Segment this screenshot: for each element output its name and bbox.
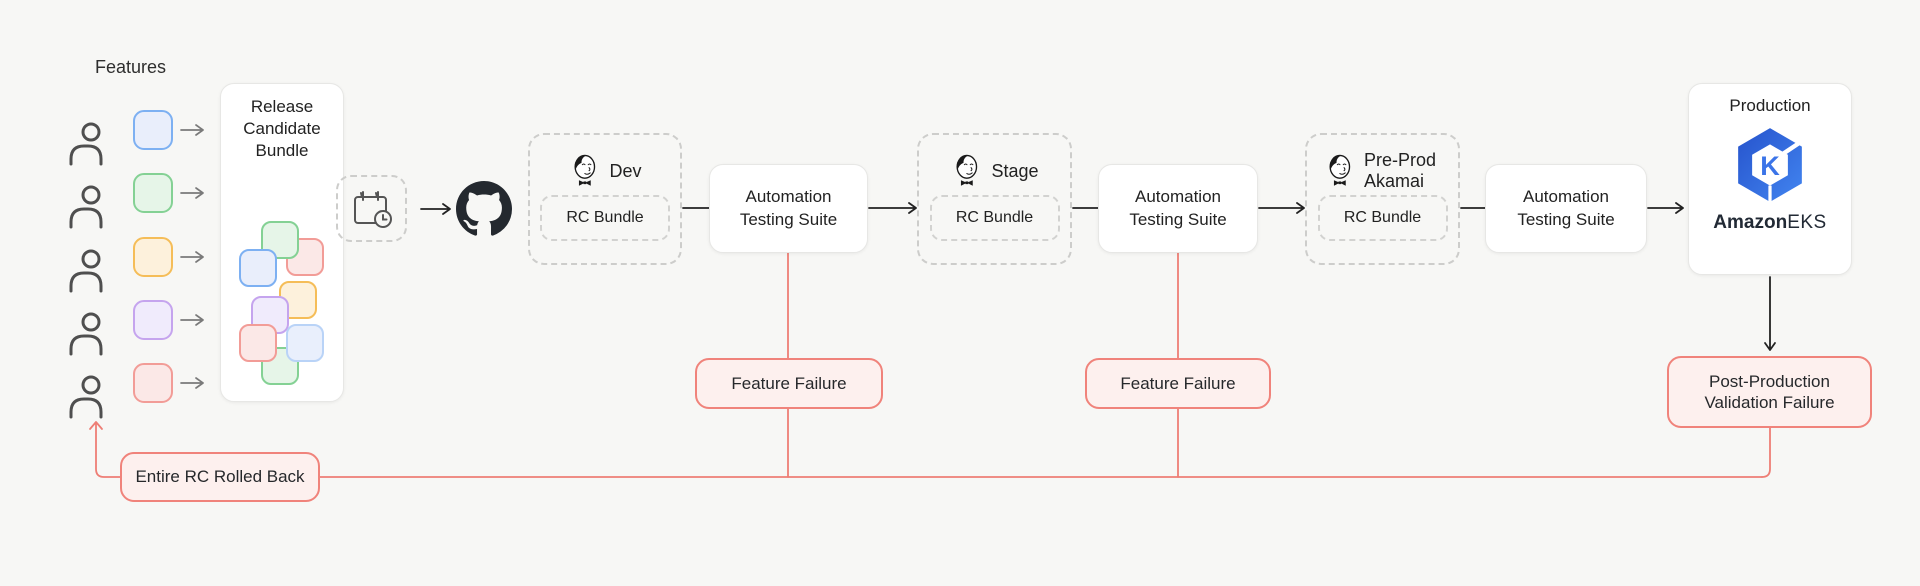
env-header: Pre-Prod Akamai	[1323, 149, 1442, 193]
env-label: Dev	[609, 160, 642, 181]
rc-bundle-box: RC Bundle	[540, 195, 670, 241]
automation-testing-suite-1: Automation Testing Suite	[709, 164, 868, 253]
bundle-chip-blue-light	[286, 324, 324, 362]
release-candidate-bundle-title: Release Candidate Bundle	[243, 97, 321, 160]
feature-card-green	[133, 173, 173, 213]
env-header: Dev	[568, 149, 642, 193]
production-box: Production K AmazonEKS	[1688, 83, 1852, 275]
person-icon	[69, 312, 103, 356]
env-label: Stage	[991, 160, 1039, 181]
features-label: Features	[95, 57, 167, 77]
feature-card-orange	[133, 237, 173, 277]
person-icon	[69, 122, 103, 166]
feature-arrows	[180, 124, 204, 389]
bundle-chip-green	[261, 221, 299, 259]
amazon-eks-logo: K	[1738, 128, 1805, 203]
rc-bundle-box: RC Bundle	[1317, 195, 1448, 241]
eks-product-text: EKS	[1787, 212, 1827, 233]
amazon-eks-wordmark: AmazonEKS	[1713, 212, 1826, 234]
env-box-preprod-akamai: Pre-Prod Akamai RC Bundle	[1305, 133, 1460, 265]
automation-testing-suite-3: Automation Testing Suite	[1485, 164, 1647, 253]
env-box-dev: Dev RC Bundle	[528, 133, 682, 265]
jenkins-icon	[1329, 154, 1351, 186]
feature-card-blue	[133, 110, 173, 150]
feature-card-red	[133, 363, 173, 403]
eks-k-letter: K	[1760, 150, 1780, 181]
feature-card-purple	[133, 300, 173, 340]
person-icon	[69, 375, 103, 419]
amazon-brand-text: Amazon	[1713, 212, 1788, 233]
jenkins-icon	[574, 154, 596, 186]
env-box-stage: Stage RC Bundle	[917, 133, 1072, 265]
github-icon	[456, 181, 512, 236]
jenkins-icon	[956, 154, 978, 186]
env-label: Pre-Prod Akamai	[1364, 150, 1437, 191]
bundle-chip-red-2	[239, 324, 277, 362]
feature-failure-box-2: Feature Failure	[1085, 358, 1271, 409]
person-icon	[69, 249, 103, 293]
calendar-clock-icon	[353, 190, 392, 228]
feature-failure-box-1: Feature Failure	[695, 358, 883, 409]
schedule-box	[336, 175, 407, 242]
bundle-chip-blue	[239, 249, 277, 287]
production-title: Production	[1729, 96, 1811, 115]
post-production-validation-failure-box: Post-Production Validation Failure	[1667, 356, 1872, 428]
rc-bundle-box: RC Bundle	[929, 195, 1060, 241]
entire-rc-rolled-back-box: Entire RC Rolled Back	[120, 452, 320, 502]
release-candidate-bundle-box: Release Candidate Bundle	[220, 83, 344, 402]
person-icon	[69, 185, 103, 229]
env-header: Stage	[950, 149, 1039, 193]
automation-testing-suite-2: Automation Testing Suite	[1098, 164, 1258, 253]
